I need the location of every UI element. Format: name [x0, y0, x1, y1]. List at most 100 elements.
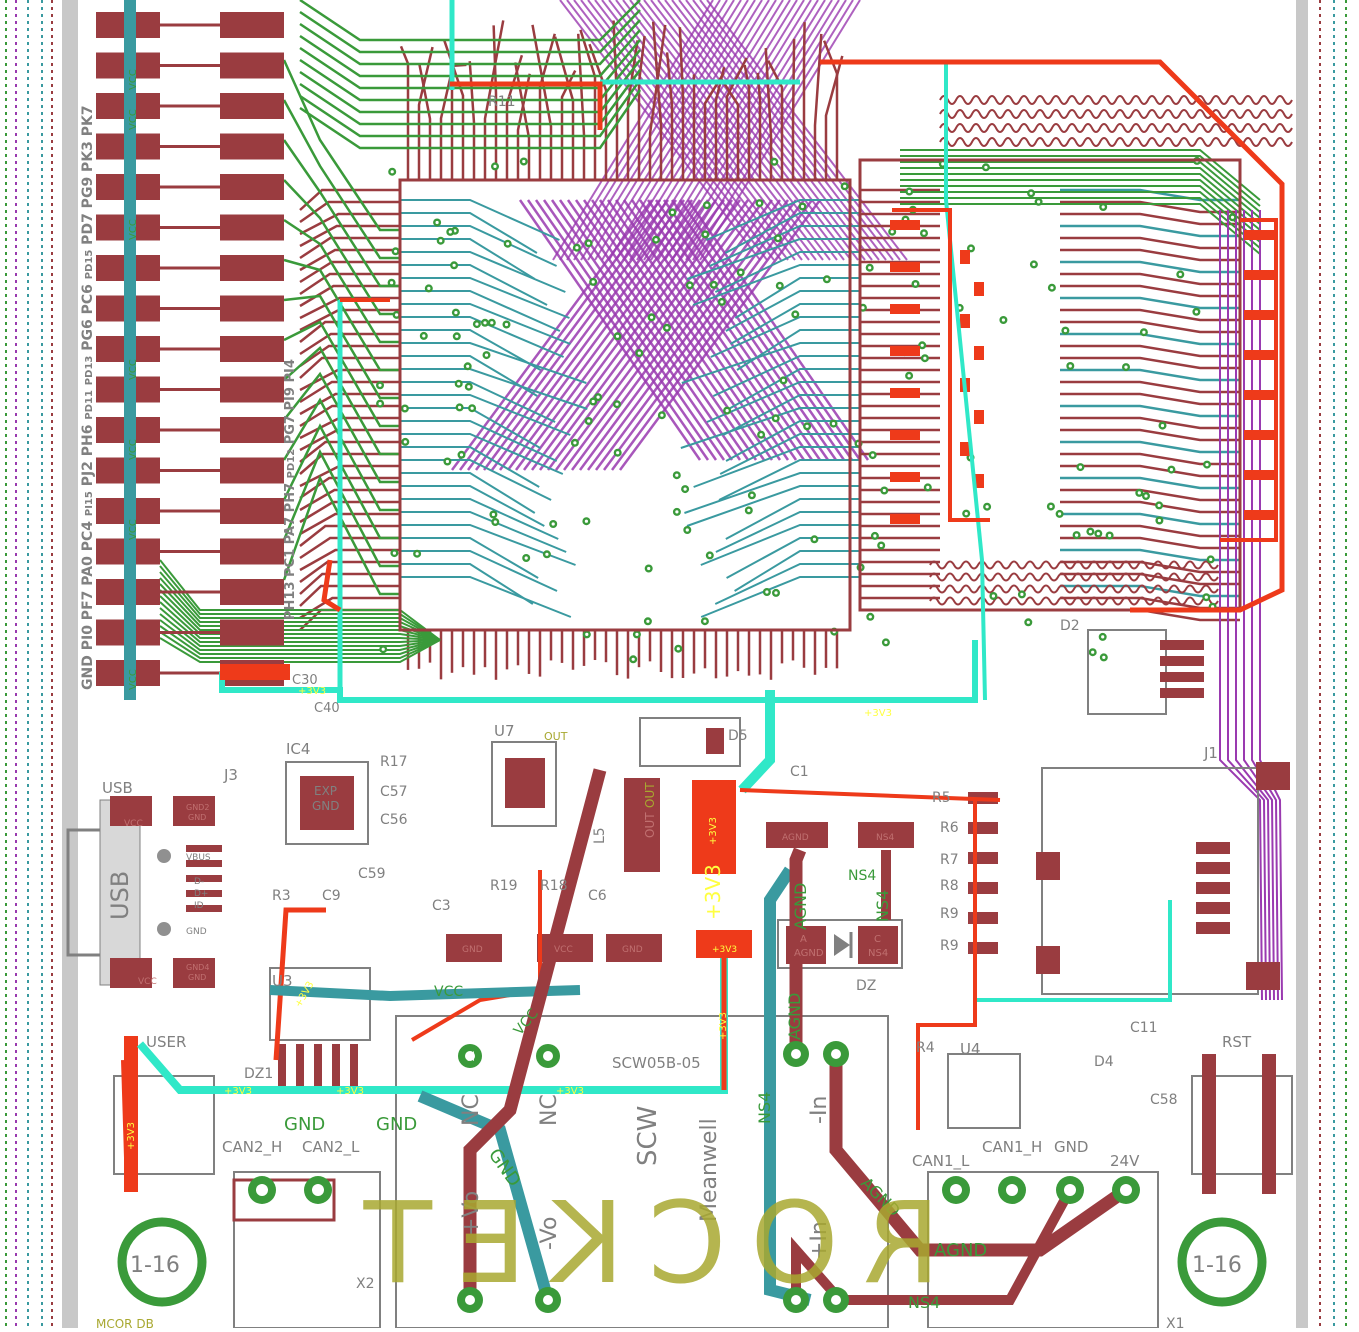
- via-hole: [390, 281, 393, 284]
- via-hole: [395, 313, 398, 316]
- net-3v3: +3V3: [708, 817, 719, 845]
- via-hole: [457, 382, 460, 385]
- via-hole: [708, 554, 711, 557]
- via-hole: [1138, 491, 1141, 494]
- ref-r6: R6: [940, 820, 959, 836]
- via-hole: [638, 352, 641, 355]
- via-hole: [1020, 593, 1023, 596]
- fanout-trace: [400, 551, 557, 591]
- ic4-gnd-pad: GND: [312, 799, 340, 813]
- resistor-pad: [968, 942, 998, 954]
- net-gnd: GND: [376, 1114, 417, 1135]
- vcc-rail: [124, 0, 136, 700]
- via-hole: [632, 658, 635, 661]
- bottom-trace: [1060, 586, 1240, 596]
- via-hole: [379, 402, 382, 405]
- via-hole: [825, 278, 828, 281]
- rocket-logo-mirrored: ROCKET: [340, 1179, 941, 1309]
- connector-can2-h: CAN2_H: [222, 1138, 282, 1157]
- net-agnd: AGND: [785, 993, 804, 1040]
- dcdc-module-series: SCW: [633, 1106, 663, 1166]
- via-hole: [843, 185, 846, 188]
- ref-r9: R9: [940, 906, 959, 922]
- via-hole: [750, 494, 753, 497]
- net-ns4: NS4: [755, 1092, 774, 1124]
- vcc-label: VCC: [128, 219, 139, 240]
- pad-vcc: VCC: [124, 819, 143, 829]
- ref-u3: U3: [272, 972, 293, 990]
- ref-c58: C58: [1150, 1092, 1178, 1108]
- via-hole: [1069, 364, 1072, 367]
- via-hole: [660, 414, 663, 417]
- pad-gnd: GND: [188, 973, 206, 982]
- header-pin-labels: GND PI0 PF7 PA0 PC4 PI15 PJ2 PH6 PD11 PD…: [80, 105, 96, 690]
- via-hole: [1158, 519, 1161, 522]
- via-hole: [1058, 512, 1061, 515]
- via-hole: [436, 221, 439, 224]
- via-hole: [1091, 651, 1094, 654]
- via-hole: [1161, 424, 1164, 427]
- via-hole: [794, 313, 797, 316]
- smd-pad: [1244, 310, 1274, 320]
- pad-agnd: AGND: [782, 833, 809, 843]
- via-hole: [505, 323, 508, 326]
- via-hole: [720, 300, 723, 303]
- via-hole: [490, 321, 493, 324]
- via-hole: [446, 460, 449, 463]
- pad-gnd4: GND4: [186, 963, 209, 972]
- bottom-trace: [1060, 514, 1240, 524]
- net-vcc: VCC: [434, 984, 463, 1000]
- mounting-hole-label-right: 1-16: [1192, 1253, 1242, 1278]
- ref-r17: R17: [380, 754, 408, 770]
- fanout-trace: [701, 525, 860, 565]
- smd-pad: [890, 262, 920, 272]
- bottom-trace: [1060, 346, 1240, 356]
- bottom-trace: [1060, 538, 1240, 548]
- bottom-trace: [1060, 250, 1240, 260]
- via-hole: [965, 512, 968, 515]
- mounting-hole-label-left: 1-16: [130, 1253, 180, 1278]
- ref-x1: X1: [1166, 1316, 1185, 1328]
- via-hole: [1170, 468, 1173, 471]
- bottom-trace: [1060, 490, 1240, 500]
- ref-u4: U4: [960, 1040, 981, 1058]
- via-hole: [684, 488, 687, 491]
- smd-pad: [1244, 350, 1274, 360]
- bottom-trace: [300, 514, 400, 534]
- vcc-label: VCC: [128, 69, 139, 90]
- bottom-trace: [1060, 382, 1240, 392]
- via-hole: [545, 553, 548, 556]
- via-hole: [778, 284, 781, 287]
- pad-ns4: NS4: [876, 833, 894, 843]
- bottom-trace: [1060, 430, 1240, 440]
- pad-ns4: NS4: [868, 948, 888, 959]
- bottom-trace: [578, 34, 584, 180]
- via-hole: [926, 486, 929, 489]
- via-hole: [1075, 534, 1078, 537]
- header-pad: [220, 174, 284, 200]
- via-hole: [592, 280, 595, 283]
- smd-pad: [1244, 390, 1274, 400]
- resistor-pad: [968, 912, 998, 924]
- pad-out: OUT: [643, 812, 657, 838]
- via-hole: [493, 165, 496, 168]
- fanout-trace: [727, 538, 860, 578]
- net-ns4: NS4: [848, 868, 876, 884]
- ref-l5: L5: [592, 827, 608, 844]
- via-hole: [394, 250, 397, 253]
- bottom-trace: [1060, 274, 1240, 284]
- bottom-trace: [300, 190, 400, 210]
- via-hole: [453, 264, 456, 267]
- pad-vcc: VCC: [554, 945, 573, 955]
- bottom-trace: [1060, 466, 1240, 476]
- resistor-pad: [968, 882, 998, 894]
- header-pad: [220, 579, 284, 605]
- bottom-trace: [1060, 334, 1240, 344]
- ref-r11: R11: [488, 94, 516, 110]
- via-hole: [393, 552, 396, 555]
- via-hole: [686, 528, 689, 531]
- usb-connector-label: USB: [106, 871, 134, 920]
- via-hole: [1158, 504, 1161, 507]
- via-hole: [883, 489, 886, 492]
- via-hole: [647, 567, 650, 570]
